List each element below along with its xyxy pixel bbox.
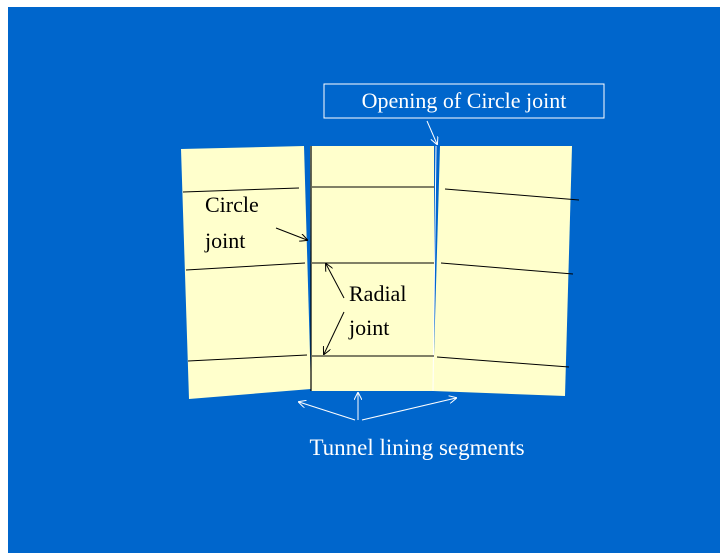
- middle-segment: [310, 146, 434, 391]
- segment-arrow-right: [361, 398, 456, 421]
- left-segment: [181, 146, 311, 399]
- circle-joint-line-right: [432, 145, 437, 392]
- opening-label-box: [323, 83, 605, 119]
- circle-joint-arrow: [275, 227, 307, 240]
- radial-joint-arrow-up: [326, 264, 345, 299]
- radial-joint-line: [436, 356, 570, 368]
- radial-joint-line: [182, 187, 300, 193]
- circle-joint-label-line2: joint: [204, 228, 245, 253]
- radial-joint-line: [440, 262, 574, 275]
- radial-joint-label-line1: Radial: [349, 281, 406, 306]
- circle-joint-label-line1: Circle: [205, 192, 259, 217]
- segments-label: Tunnel lining segments: [309, 435, 524, 460]
- radial-joint-line: [444, 188, 580, 201]
- segment-arrow-left: [299, 402, 356, 421]
- radial-joint-arrow-down: [324, 311, 345, 354]
- opening-label: Opening of Circle joint: [362, 88, 567, 113]
- radial-joint-label-line2: joint: [348, 315, 389, 340]
- opening-arrow: [426, 120, 437, 144]
- radial-joint-line: [185, 262, 306, 271]
- radial-joint-line: [187, 354, 308, 362]
- right-segment: [433, 146, 572, 396]
